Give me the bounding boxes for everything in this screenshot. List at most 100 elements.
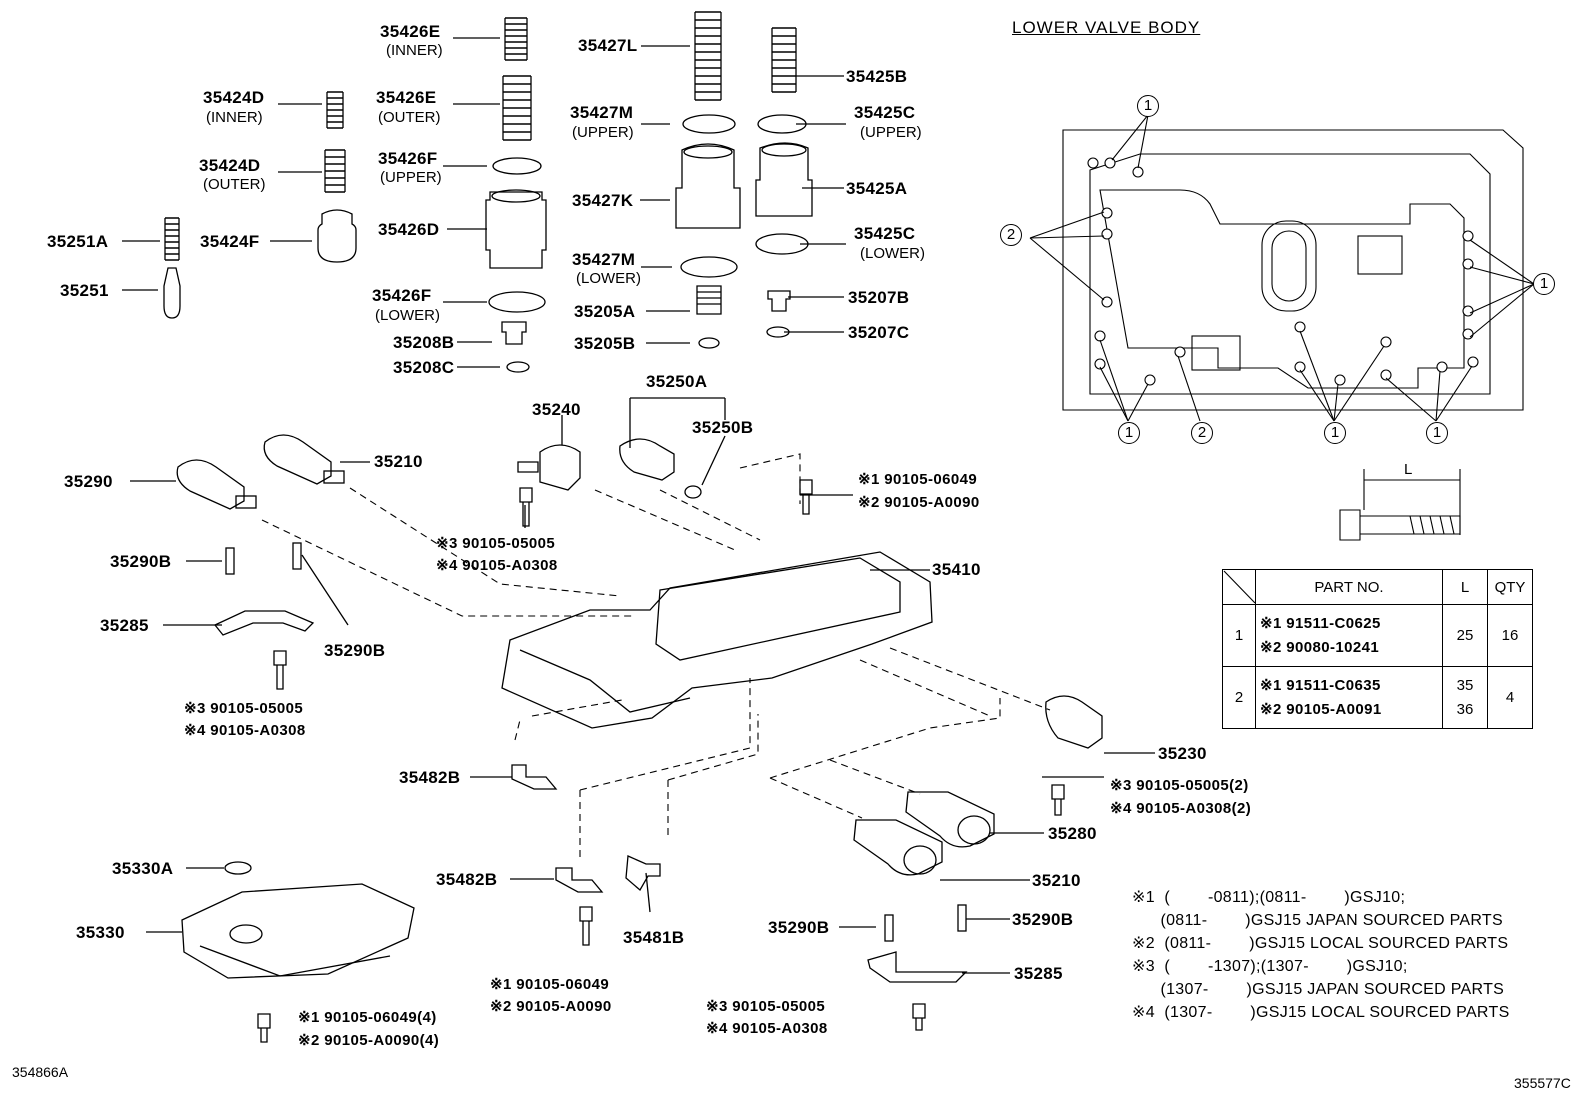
part-label: 35482B: [399, 768, 461, 787]
part-label: 35424D: [203, 88, 265, 107]
callout-2: 2: [1000, 224, 1022, 246]
part-sublabel: (LOWER): [860, 245, 925, 262]
table-cell: 1: [1222, 604, 1256, 667]
part-label: 35425B: [846, 67, 908, 86]
bolt-ref: ※3 90105-05005(2): [1110, 777, 1249, 794]
footnote: (0811- )GSJ15 JAPAN SOURCED PARTS: [1132, 912, 1503, 929]
dimension-label: L: [1404, 461, 1413, 478]
part-label: 35427M: [572, 250, 636, 269]
part-sublabel: (UPPER): [860, 124, 922, 141]
bolt-ref: ※1 90105-06049(4): [298, 1009, 437, 1026]
part-label: 35250A: [646, 372, 708, 391]
part-number: ※2 90105-A0091: [1260, 700, 1382, 718]
part-label: 35207B: [848, 288, 910, 307]
bolt-ref: ※3 90105-05005: [184, 700, 304, 717]
part-label: 35240: [532, 400, 581, 419]
part-label: 35424D: [199, 156, 261, 175]
part-label: 35210: [374, 452, 423, 471]
table-header-cell: L: [1442, 569, 1488, 605]
table-cell: 16: [1487, 604, 1533, 667]
part-label: 35426F: [378, 149, 438, 168]
part-label: 35427M: [570, 103, 634, 122]
part-label: 35410: [932, 560, 981, 579]
bolt-ref: ※1 90105-06049: [858, 471, 978, 488]
part-label: 35290B: [1012, 910, 1074, 929]
callout-1: 1: [1533, 273, 1555, 295]
table-cell: 2: [1222, 666, 1256, 729]
part-label: 35425C: [854, 224, 916, 243]
footnote: ※4 (1307- )GSJ15 LOCAL SOURCED PARTS: [1132, 1004, 1510, 1021]
part-sublabel: (LOWER): [576, 270, 641, 287]
part-label: 35208C: [393, 358, 455, 377]
part-label: 35207C: [848, 323, 910, 342]
part-sublabel: (OUTER): [203, 176, 266, 193]
part-label: 35425C: [854, 103, 916, 122]
part-label: 35251A: [47, 232, 109, 251]
part-sublabel: (INNER): [386, 42, 443, 59]
part-label: 35285: [1014, 964, 1063, 983]
part-label: 35205B: [574, 334, 636, 353]
table-row: 1 ※1 91511-C0625 ※2 90080-10241 25 16: [1222, 604, 1533, 667]
table-cell: ※1 91511-C0625 ※2 90080-10241: [1255, 604, 1443, 667]
bolt-ref: ※4 90105-A0308: [706, 1020, 828, 1037]
footnote: (1307- )GSJ15 JAPAN SOURCED PARTS: [1132, 981, 1505, 998]
part-sublabel: (UPPER): [572, 124, 634, 141]
illustration-id-left: 354866A: [12, 1064, 69, 1080]
table-header-cell: [1222, 569, 1256, 605]
part-label: 35280: [1048, 824, 1097, 843]
part-label: 35290B: [110, 552, 172, 571]
table-header-cell: QTY: [1487, 569, 1533, 605]
table-cell: 4: [1487, 666, 1533, 729]
part-label: 35330: [76, 923, 125, 942]
bolt-ref: ※4 90105-A0308: [184, 722, 306, 739]
bolt-ref: ※3 90105-05005: [706, 998, 826, 1015]
bolt-ref: ※1 90105-06049: [490, 976, 610, 993]
part-label: 35285: [100, 616, 149, 635]
part-number: ※1 91511-C0625: [1260, 614, 1381, 632]
part-label: 35424F: [200, 232, 260, 251]
bolt-ref: ※3 90105-05005: [436, 535, 556, 552]
footnote: ※2 (0811- )GSJ15 LOCAL SOURCED PARTS: [1132, 935, 1509, 952]
callout-2: 2: [1191, 422, 1213, 444]
part-label: 35290B: [768, 918, 830, 937]
part-label: 35290: [64, 472, 113, 491]
illustration-id-right: 355577C: [1514, 1075, 1571, 1091]
part-label: 35290B: [324, 641, 386, 660]
part-label: 35251: [60, 281, 109, 300]
part-label: 35425A: [846, 179, 908, 198]
part-label: 35426F: [372, 286, 432, 305]
part-sublabel: (UPPER): [380, 169, 442, 186]
diagram-title: LOWER VALVE BODY: [1012, 18, 1201, 37]
callout-1: 1: [1118, 422, 1140, 444]
part-label: 35205A: [574, 302, 636, 321]
bolt-spec-table: PART NO. L QTY 1 ※1 91511-C0625 ※2 90080…: [1222, 569, 1533, 729]
part-label: 35210: [1032, 871, 1081, 890]
table-cell: ※1 91511-C0635 ※2 90105-A0091: [1255, 666, 1443, 729]
part-label: 35250B: [692, 418, 754, 437]
part-label: 35208B: [393, 333, 455, 352]
footnote: ※1 ( -0811);(0811- )GSJ10;: [1132, 889, 1406, 906]
part-label: 35426E: [376, 88, 437, 107]
bolt-ref: ※2 90105-A0090(4): [298, 1032, 440, 1049]
length-value: 36: [1456, 700, 1474, 718]
footnote: ※3 ( -1307);(1307- )GSJ10;: [1132, 958, 1408, 975]
part-sublabel: (INNER): [206, 109, 263, 126]
callout-1: 1: [1324, 422, 1346, 444]
callout-1: 1: [1137, 95, 1159, 117]
part-number: ※1 91511-C0635: [1260, 676, 1381, 694]
bolt-ref: ※4 90105-A0308(2): [1110, 800, 1252, 817]
part-sublabel: (LOWER): [375, 307, 440, 324]
part-label: 35426D: [378, 220, 440, 239]
part-label: 35426E: [380, 22, 441, 41]
table-header-cell: PART NO.: [1255, 569, 1443, 605]
part-label: 35330A: [112, 859, 174, 878]
table-cell: 35 36: [1442, 666, 1488, 729]
bolt-ref: ※2 90105-A0090: [490, 998, 612, 1015]
part-label: 35481B: [623, 928, 685, 947]
bolt-ref: ※2 90105-A0090: [858, 494, 980, 511]
bolt-ref: ※4 90105-A0308: [436, 557, 558, 574]
callout-1: 1: [1426, 422, 1448, 444]
part-label: 35482B: [436, 870, 498, 889]
part-label: 35230: [1158, 744, 1207, 763]
